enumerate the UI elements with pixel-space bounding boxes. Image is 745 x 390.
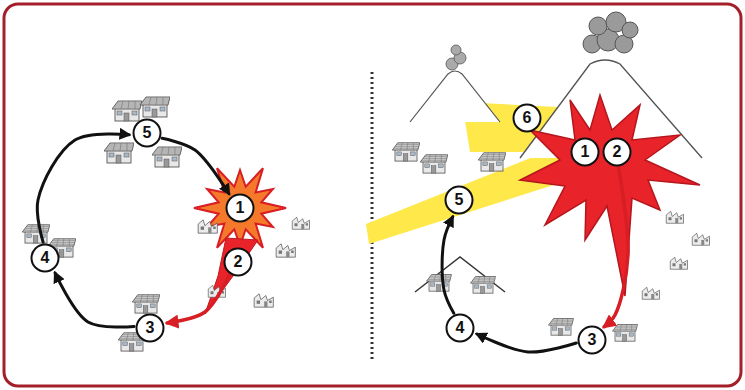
circle-outline — [604, 139, 631, 166]
house — [549, 319, 574, 336]
callout-number: 1 — [581, 144, 590, 160]
callout-number: 3 — [146, 320, 155, 336]
callout-number: 4 — [41, 250, 50, 266]
callout-circle: 3 — [135, 313, 165, 343]
explosion — [194, 168, 286, 248]
house — [22, 225, 50, 243]
house — [478, 153, 506, 171]
ruined-house — [642, 287, 659, 299]
explosion — [520, 95, 700, 296]
ruined-house — [254, 294, 273, 307]
lightning-spike — [205, 238, 258, 314]
ruined-house — [666, 211, 683, 223]
circle-outline — [514, 105, 541, 132]
cycle-arrow — [162, 138, 229, 193]
callout-number: 6 — [523, 110, 532, 126]
callout-number: 1 — [236, 200, 245, 216]
callout-circle: 2 — [602, 137, 632, 167]
house — [613, 325, 638, 342]
cycle-arrow — [167, 275, 229, 323]
cycle-arrow — [37, 134, 129, 242]
ruined-house — [292, 217, 309, 229]
house — [420, 155, 448, 173]
ash-cloud — [451, 45, 461, 55]
callout-circle: 6 — [512, 103, 542, 133]
callout-circle: 4 — [30, 243, 60, 273]
ash-cloud — [622, 22, 638, 38]
volcano — [410, 71, 500, 122]
divider-line — [371, 72, 374, 362]
callout-number: 3 — [588, 332, 597, 348]
callout-circle: 1 — [225, 193, 255, 223]
callout-circle: 2 — [223, 247, 253, 277]
house — [392, 143, 420, 161]
house — [112, 101, 142, 121]
circle-outline — [32, 245, 59, 272]
circle-outline — [137, 315, 164, 342]
circle-outline — [225, 249, 252, 276]
callout-number: 5 — [143, 125, 152, 141]
ruined-house — [692, 233, 709, 245]
house — [104, 143, 134, 163]
circle-outline — [446, 187, 473, 214]
callout-circle: 3 — [577, 325, 607, 355]
house — [152, 147, 182, 167]
cycle-arrow — [477, 334, 576, 352]
callout-circle: 5 — [444, 185, 474, 215]
circle-outline — [572, 139, 599, 166]
callout-circle: 5 — [132, 118, 162, 148]
ash-cloud — [589, 17, 607, 35]
circle-outline — [134, 120, 161, 147]
callout-number: 4 — [456, 320, 465, 336]
callout-number: 2 — [613, 144, 622, 160]
cycle-arrow — [442, 217, 454, 313]
ruined-house — [276, 244, 295, 257]
ruined-house — [208, 285, 225, 297]
callout-number: 2 — [234, 254, 243, 270]
house — [471, 277, 496, 294]
callout-circle: 1 — [570, 137, 600, 167]
callout-number: 5 — [455, 192, 464, 208]
circle-outline — [579, 327, 606, 354]
frame — [4, 4, 741, 386]
house — [132, 295, 160, 313]
ruined-house — [670, 257, 687, 269]
ruined-house — [198, 220, 217, 233]
circle-outline — [227, 195, 254, 222]
cycle-arrow — [55, 273, 134, 327]
cycle-arrow — [604, 168, 628, 327]
house — [427, 275, 452, 292]
house — [140, 97, 170, 117]
circle-outline — [447, 315, 474, 342]
callout-circle: 4 — [445, 313, 475, 343]
